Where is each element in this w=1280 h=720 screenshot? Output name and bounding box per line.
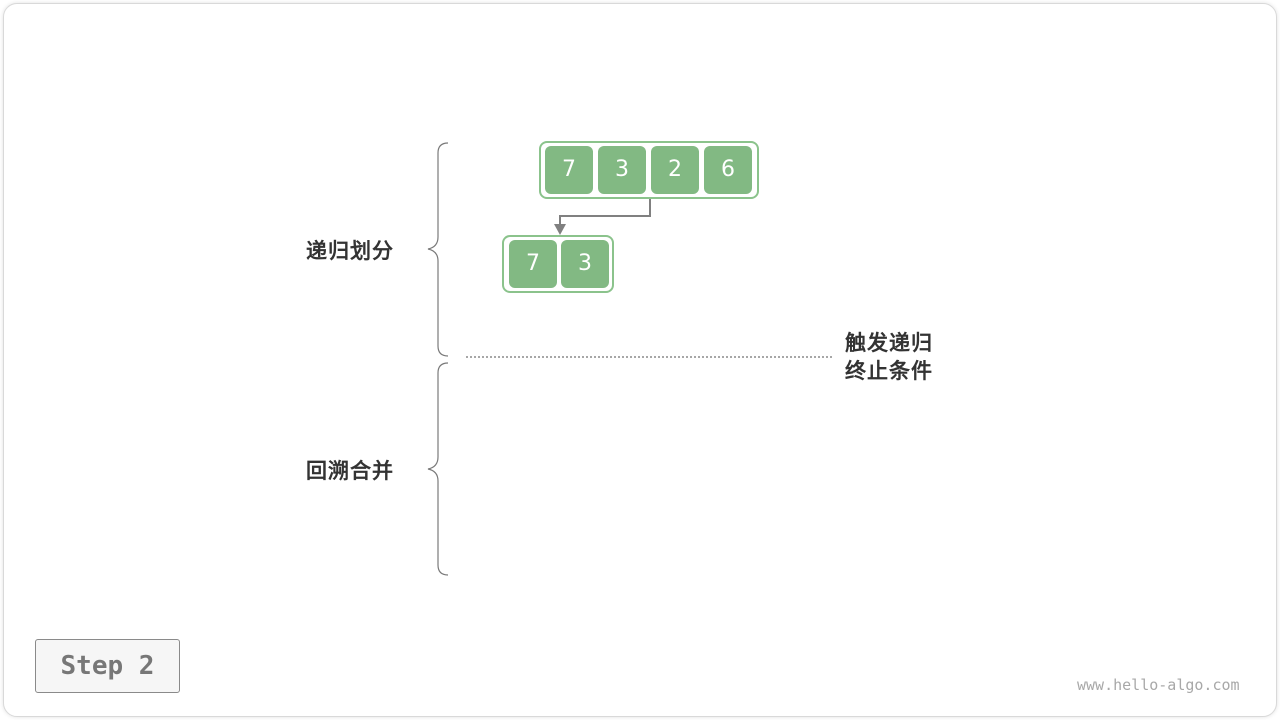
merge-brace bbox=[427, 362, 449, 576]
root-array: 7 3 2 6 bbox=[539, 141, 759, 199]
diagram-frame bbox=[3, 3, 1277, 717]
array-cell: 2 bbox=[651, 146, 699, 194]
array-cell: 3 bbox=[561, 240, 609, 288]
termination-note-line-2: 终止条件 bbox=[845, 359, 933, 383]
array-cell: 7 bbox=[545, 146, 593, 194]
termination-note: 触发递归 终止条件 bbox=[845, 329, 933, 385]
watermark: www.hello-algo.com bbox=[1077, 676, 1240, 694]
step-indicator: Step 2 bbox=[35, 639, 180, 693]
divide-brace bbox=[427, 142, 449, 357]
array-cell: 7 bbox=[509, 240, 557, 288]
left-child-array: 7 3 bbox=[502, 235, 614, 293]
merge-phase-label: 回溯合并 bbox=[306, 459, 394, 483]
array-cell: 3 bbox=[598, 146, 646, 194]
array-cell: 6 bbox=[704, 146, 752, 194]
split-arrow-head bbox=[554, 224, 566, 235]
divide-phase-label: 递归划分 bbox=[306, 239, 394, 263]
termination-note-line-1: 触发递归 bbox=[845, 331, 933, 355]
split-arrow bbox=[559, 196, 651, 226]
